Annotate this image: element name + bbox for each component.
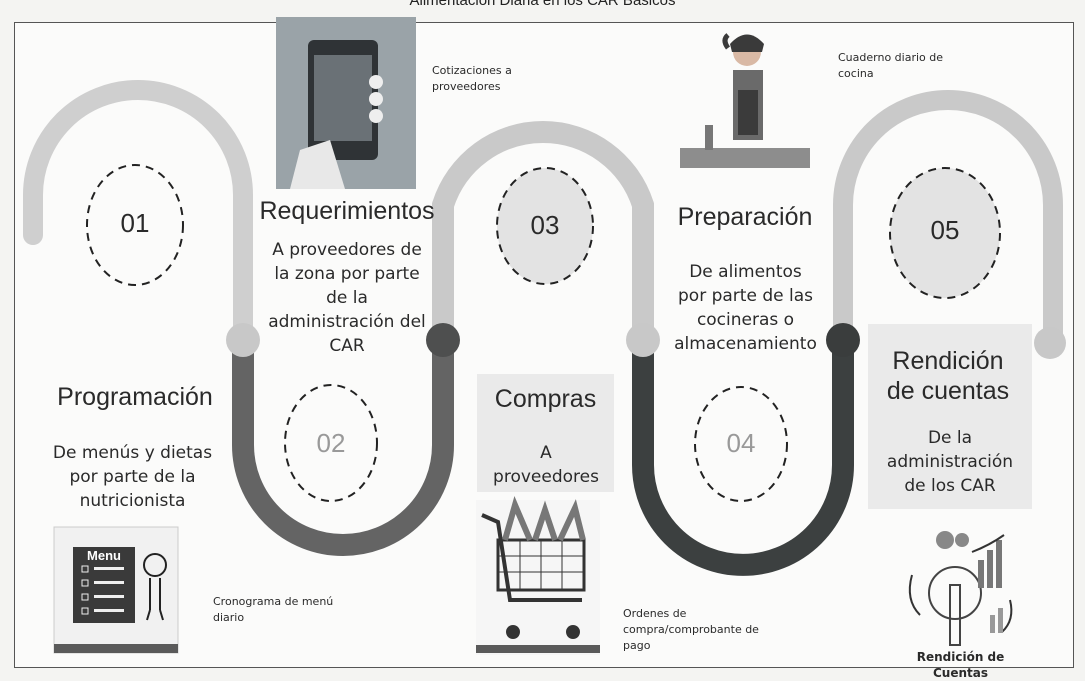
step-number-03: 03 [530, 210, 560, 240]
compras-box [477, 374, 614, 492]
number-circle-01 [86, 164, 184, 286]
step-heading-05: Rendición de cuentas [886, 347, 1010, 405]
step-heading-03: Compras [494, 385, 597, 413]
number-circle-03 [496, 167, 594, 285]
step-number-05: 05 [930, 215, 960, 245]
number-circle-04 [694, 386, 788, 502]
step-caption-02: Cotizaciones a proveedores [432, 64, 512, 93]
cook-illustration [680, 33, 810, 168]
step-heading-02: Requerimientos [259, 197, 435, 225]
track-joint [626, 323, 660, 357]
number-circle-02 [284, 384, 378, 502]
track-joint [1034, 327, 1066, 359]
track-joint [426, 323, 460, 357]
shopping-cart-illustration [476, 496, 600, 655]
step-description-05: De la administración de los CAR [886, 428, 1014, 496]
track-segment-04 [632, 345, 854, 576]
track-segment-01 [23, 80, 253, 355]
report-illustration [908, 531, 1013, 646]
step-caption-03: Ordenes de compra/comprobante de pago [623, 607, 759, 652]
step-number-02: 02 [316, 428, 346, 458]
step-description-04: De alimentos por parte de las cocineras … [674, 262, 817, 354]
step-description-01: De menús y dietas por parte de la nutric… [52, 443, 213, 511]
number-circle-05 [889, 167, 1001, 299]
infographic-title: Alimentación Diaria en los CAR Básicos [409, 0, 676, 9]
track-segment-02 [232, 345, 454, 556]
phone-illustration [276, 17, 416, 189]
step-caption-01: Cronograma de menú diario [213, 595, 334, 624]
step-heading-04: Preparación [677, 203, 813, 231]
rendicion-box [868, 324, 1032, 509]
track-segment-03 [432, 121, 654, 345]
step-number-01: 01 [120, 208, 150, 238]
step-heading-01: Programación [57, 383, 213, 411]
step-description-03: A proveedores [493, 443, 599, 487]
step-number-04: 04 [726, 428, 756, 458]
track-segment-05 [833, 90, 1063, 345]
menu-board-illustration [53, 526, 179, 654]
step-description-02: A proveedores de la zona por parte de la… [268, 240, 426, 356]
track-joint [226, 323, 260, 357]
step-caption-04: Cuaderno diario de cocina [838, 51, 944, 80]
track-joint [826, 323, 860, 357]
step-caption-05: Rendición de Cuentas [916, 650, 1005, 680]
menu-board-label: Menu [87, 548, 121, 563]
